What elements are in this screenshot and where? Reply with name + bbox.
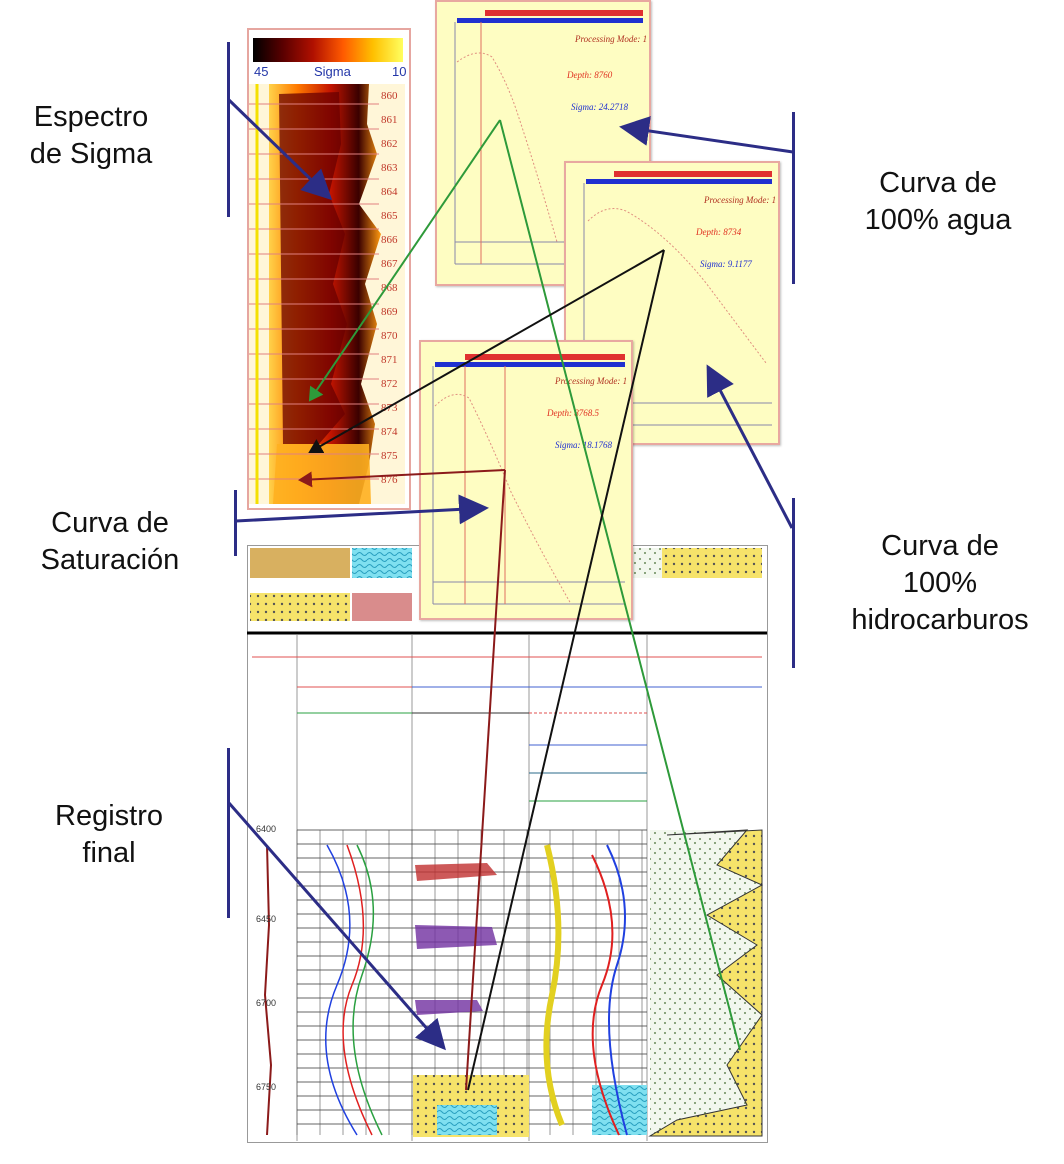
sigma-scale-min: 45 — [254, 64, 269, 79]
hydrocarbon-bracket — [792, 498, 795, 668]
final-log-label: Registro final — [55, 800, 163, 869]
depth-tick-6400: 6400 — [256, 824, 277, 834]
saturation-bracket — [234, 490, 237, 556]
water-processing-mode: Processing Mode: 1 — [575, 34, 648, 44]
saturation-depth: Depth: 8768.5 — [547, 408, 599, 418]
water-sigma: Sigma: 24.2718 — [571, 102, 628, 112]
saturation-processing-mode: Processing Mode: 1 — [555, 376, 628, 386]
depth-tick-6700: 6700 — [256, 998, 277, 1008]
water-curve-label: Curva de 100% agua — [864, 167, 1012, 236]
sigma-spectrum-label: Espectro de Sigma — [29, 101, 153, 170]
final-log-tracks — [247, 548, 767, 1141]
hydrocarbon-curve-label: Curva de 100% hidrocarburos — [851, 530, 1029, 636]
hydrocarbon-depth: Depth: 8734 — [696, 227, 742, 237]
sigma-color-scale — [253, 38, 403, 62]
water-bracket — [792, 112, 795, 284]
depth-tick-6450: 6450 — [256, 914, 277, 924]
sigma-scale-max: 10 — [392, 64, 407, 79]
sigma-scale-title: Sigma — [314, 64, 351, 79]
saturation-curve-label: Curva de Saturación — [40, 507, 180, 576]
saturation-sigma: Sigma: 18.1768 — [555, 440, 612, 450]
sigma-depth-track: 860 861 862 863 864 865 866 867 868 869 … — [381, 90, 398, 486]
hydrocarbon-processing-mode: Processing Mode: 1 — [704, 195, 777, 205]
water-depth: Depth: 8760 — [567, 70, 613, 80]
sigma-bracket — [227, 42, 230, 217]
hydrocarbon-sigma: Sigma: 9.1177 — [700, 259, 752, 269]
saturation-curve-panel: Processing Mode: 1 Depth: 8768.5 Sigma: … — [419, 340, 633, 620]
depth-tick-6750: 6750 — [256, 1082, 277, 1092]
final-log-bracket — [227, 748, 230, 918]
